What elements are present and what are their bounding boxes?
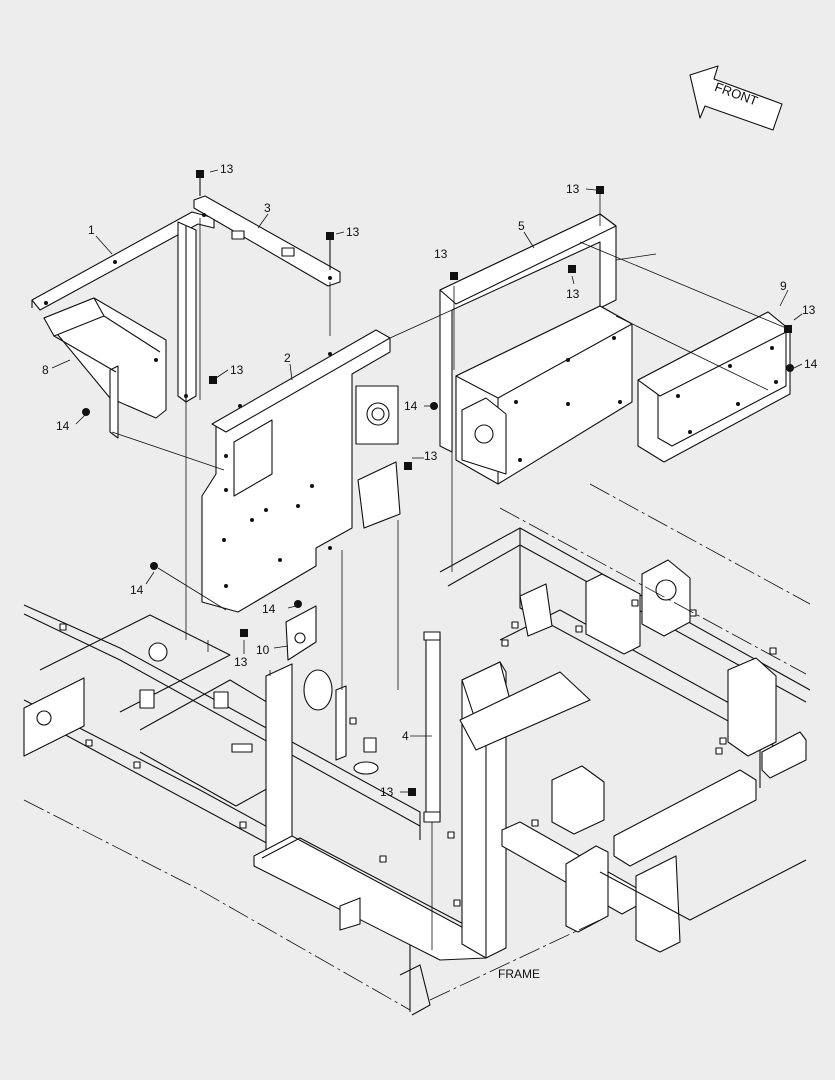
bolt-13-a — [196, 170, 204, 196]
part-4-stay — [423, 631, 441, 823]
callout-2: 2 — [284, 351, 291, 365]
bolt-13-d — [450, 272, 458, 280]
bolt-13-b — [326, 232, 334, 270]
bolt-13-h — [404, 462, 412, 470]
bolt-13-i — [240, 629, 248, 637]
bolt-13-f — [568, 265, 576, 273]
callout-labels: 1 2 3 4 5 8 9 10 13 13 13 13 13 13 13 13… — [42, 162, 818, 799]
nut-14-a — [82, 408, 90, 416]
callout-1: 1 — [88, 223, 95, 237]
frame-label: FRAME — [498, 967, 540, 981]
callout-leaders — [51, 169, 803, 793]
callout-13-b: 13 — [346, 225, 360, 239]
callout-13-i: 13 — [234, 655, 248, 669]
part-10-small-bracket — [285, 605, 317, 661]
callout-4: 4 — [402, 729, 409, 743]
assembly-lines — [111, 194, 787, 950]
callout-14-c: 14 — [804, 357, 818, 371]
callout-5: 5 — [518, 219, 525, 233]
fasteners — [82, 170, 794, 796]
part-2-side-panel — [201, 329, 401, 613]
callout-14-d: 14 — [130, 583, 144, 597]
part-1-upper-bracket — [31, 211, 215, 311]
bolt-13-j — [408, 788, 416, 796]
vertical-post — [177, 221, 197, 403]
callout-13-g: 13 — [802, 303, 816, 317]
callout-10: 10 — [256, 643, 270, 657]
callout-13-a: 13 — [220, 162, 234, 176]
callout-13-e: 13 — [566, 182, 580, 196]
nut-14-d — [150, 562, 158, 570]
callout-9: 9 — [780, 279, 787, 293]
nut-14-b — [430, 402, 438, 410]
nut-14-c — [786, 364, 794, 372]
part-5-box — [455, 305, 633, 485]
bolt-13-c — [209, 376, 217, 384]
chassis-frame — [23, 483, 811, 1016]
callout-13-h: 13 — [424, 449, 438, 463]
callout-8: 8 — [42, 363, 49, 377]
callout-13-d: 13 — [434, 247, 448, 261]
bolt-13-g — [784, 325, 792, 333]
front-arrow-icon: FRONT — [689, 65, 783, 131]
callout-14-e: 14 — [262, 602, 276, 616]
part-3-top-bar — [193, 195, 341, 287]
callout-13-j: 13 — [380, 785, 394, 799]
part-5-frame — [439, 213, 617, 453]
callout-14-a: 14 — [56, 419, 70, 433]
callout-13-c: 13 — [230, 363, 244, 377]
part-8-duct — [43, 297, 167, 439]
callout-3: 3 — [264, 201, 271, 215]
part-9-cover — [637, 311, 791, 463]
panel-holes — [222, 352, 332, 588]
nut-14-e — [294, 600, 302, 608]
callout-14-b: 14 — [404, 399, 418, 413]
callout-13-f: 13 — [566, 287, 580, 301]
bolt-13-e — [596, 186, 604, 194]
